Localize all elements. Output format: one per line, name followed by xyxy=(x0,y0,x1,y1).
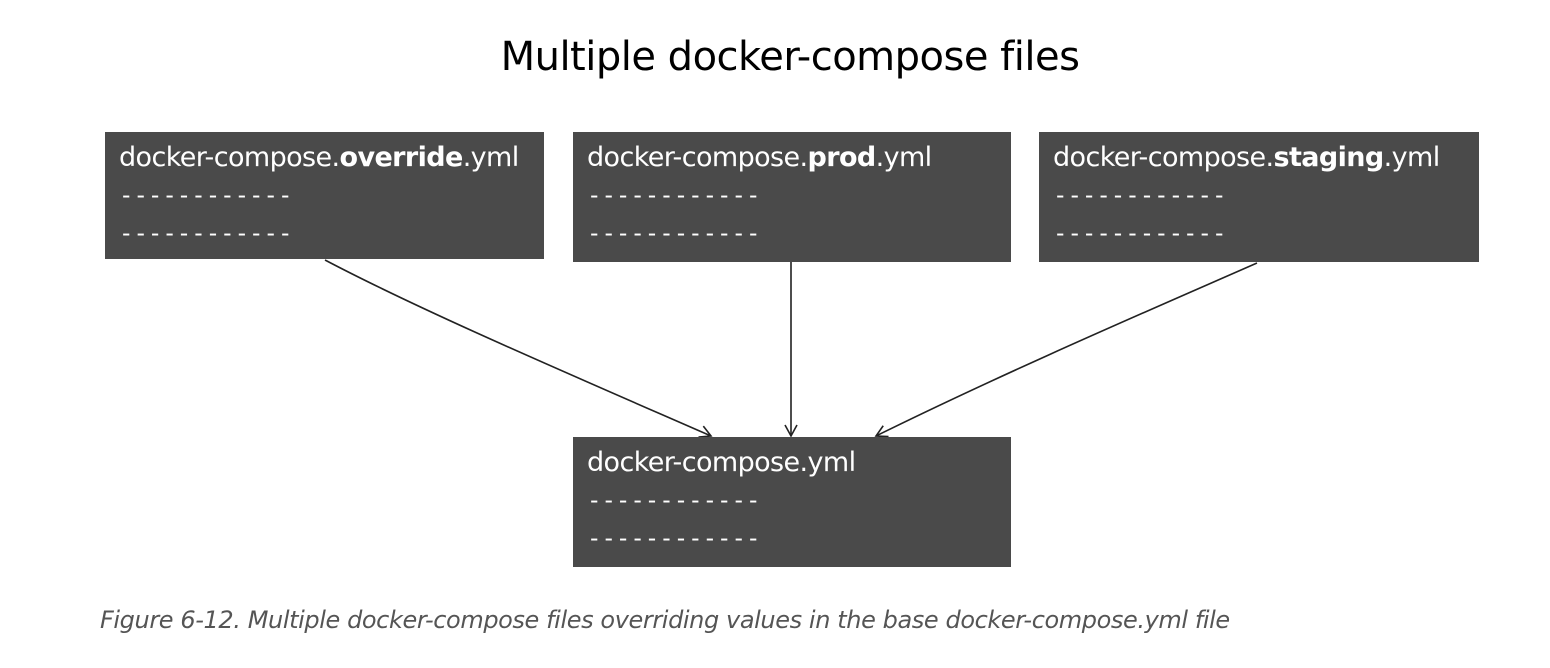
figure-caption: Figure 6-12. Multiple docker-compose fil… xyxy=(100,606,1230,634)
filename-suffix: .yml xyxy=(462,142,520,173)
file-box-staging: docker-compose.staging.yml ------------ … xyxy=(1039,132,1479,262)
filename-emphasis: staging xyxy=(1273,142,1385,173)
filename-override: docker-compose.override.yml xyxy=(119,140,530,176)
diagram-title: Multiple docker-compose files xyxy=(500,34,1080,80)
placeholder-line: ------------ xyxy=(587,219,761,247)
placeholder-line: ------------ xyxy=(1053,219,1227,247)
arrow-staging-to-base xyxy=(874,262,1258,438)
placeholder-line: ------------ xyxy=(1053,181,1227,209)
filename-emphasis: override xyxy=(339,142,464,173)
placeholder-line: ------------ xyxy=(119,219,293,247)
filename-prefix: docker-compose. xyxy=(1053,142,1274,173)
placeholder-line: ------------ xyxy=(587,181,761,209)
filename-prod: docker-compose.prod.yml xyxy=(587,140,997,176)
arrow-override-to-base xyxy=(324,259,713,438)
filename-prefix: docker-compose. xyxy=(119,142,340,173)
filename-staging: docker-compose.staging.yml xyxy=(1053,140,1465,176)
file-box-prod: docker-compose.prod.yml ------------ ---… xyxy=(573,132,1011,262)
filename-suffix: .yml xyxy=(875,142,933,173)
filename-emphasis: prod xyxy=(807,142,877,173)
filename-suffix: .yml xyxy=(1383,142,1441,173)
placeholder-line: ------------ xyxy=(119,181,293,209)
filename-base: docker-compose.yml xyxy=(587,447,856,478)
file-box-override: docker-compose.override.yml ------------… xyxy=(105,132,544,259)
file-box-base: docker-compose.yml ------------ --------… xyxy=(573,437,1011,567)
filename-prefix: docker-compose. xyxy=(587,142,808,173)
placeholder-line: ------------ xyxy=(587,486,761,514)
placeholder-line: ------------ xyxy=(587,524,761,552)
